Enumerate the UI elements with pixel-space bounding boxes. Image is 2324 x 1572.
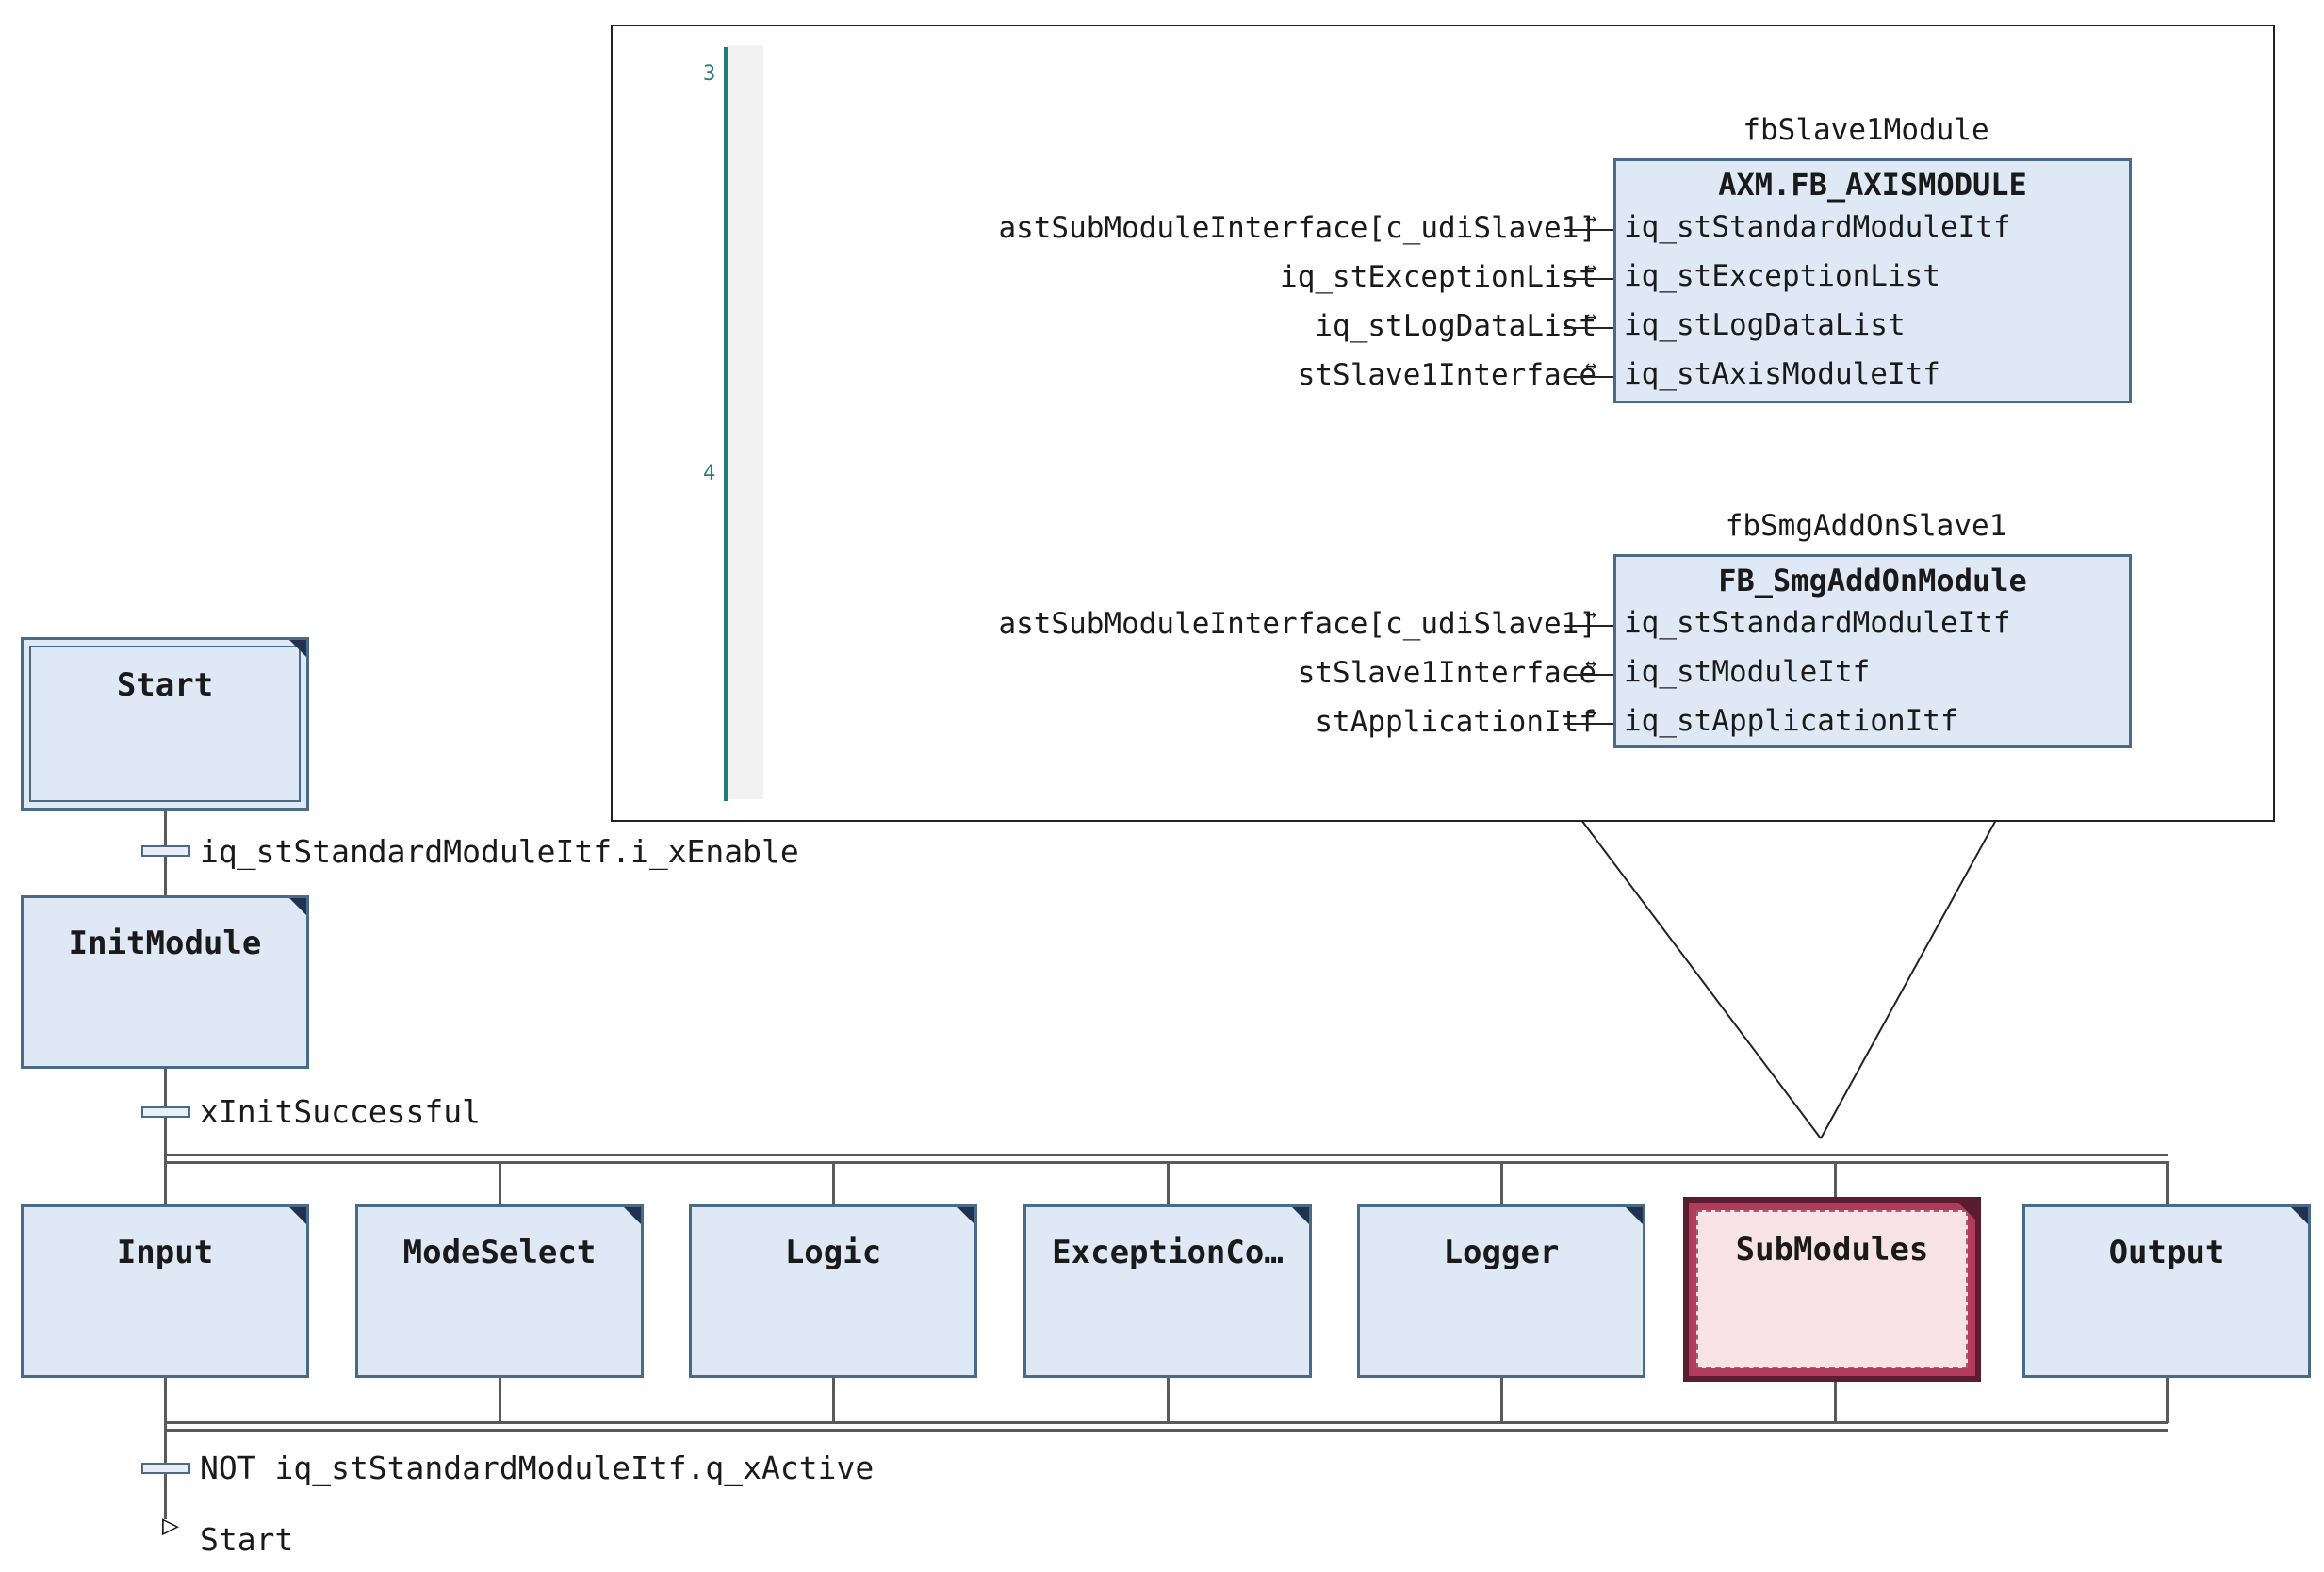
transition-2[interactable] [141,1106,190,1118]
fb2-wire-1 [1564,625,1613,627]
power-rail [724,47,728,801]
fb1-pin-3: iq_stLogDataList [1624,308,1906,342]
fb1-pin-2: iq_stExceptionList [1624,259,1940,293]
step-label: ModeSelect [402,1234,597,1271]
step-corner-icon [289,640,306,657]
branch-link [1500,1378,1503,1423]
fb1-wire-3 [1564,327,1613,329]
step-label: InitModule [68,925,262,962]
parallel-branch-start [164,1161,2168,1164]
inout-arrow-icon: ↔ [1585,651,1597,674]
fb2-wire-2 [1564,674,1613,676]
step-label: Input [116,1234,214,1271]
branch-link [1834,1382,1837,1423]
sfc-link [164,1378,167,1519]
branch-link [1167,1378,1170,1423]
inout-arrow-icon: ↔ [1585,304,1597,327]
jump-target[interactable]: Start [200,1521,294,1558]
step-label: Start [116,666,214,704]
inout-arrow-icon: ↔ [1585,700,1597,723]
branch-link [499,1161,501,1204]
rung-number-3: 3 [703,62,716,86]
inout-arrow-icon: ↔ [1585,353,1597,376]
transition-2-condition[interactable]: xInitSuccessful [200,1093,482,1130]
transition-1[interactable] [141,845,190,857]
step-logger[interactable]: Logger [1357,1204,1645,1378]
fb1-block[interactable]: AXM.FB_AXISMODULE iq_stStandardModuleItf… [1613,158,2132,403]
branch-link [2166,1378,2169,1423]
fb1-instance-name[interactable]: fbSlave1Module [1743,113,1989,147]
step-corner-icon [957,1207,974,1224]
branch-link [1834,1161,1837,1204]
selection-frame [1696,1210,1968,1368]
step-exception-control[interactable]: ExceptionCo… [1023,1204,1312,1378]
step-corner-icon [2291,1207,2308,1224]
rung-gutter [726,45,763,799]
fb1-wire-4 [1564,376,1613,378]
step-start[interactable]: Start [21,637,309,811]
jump-arrow-icon: ▷ [162,1509,180,1542]
initial-step-frame [29,646,301,802]
step-corner-icon [289,1207,306,1224]
step-submodules[interactable]: SubModules [1683,1197,1981,1382]
step-label: Output [2108,1234,2225,1271]
fb2-instance-name[interactable]: fbSmgAddOnSlave1 [1725,509,2007,543]
parallel-branch-end [164,1429,2168,1432]
branch-link [832,1378,835,1423]
branch-link [832,1161,835,1204]
transition-3-condition[interactable]: NOT iq_stStandardModuleItf.q_xActive [200,1449,875,1486]
step-corner-icon [1958,1203,1975,1220]
fb1-var-4[interactable]: stSlave1Interface [1297,358,1596,392]
transition-3[interactable] [141,1463,190,1474]
branch-link [1500,1161,1503,1204]
step-corner-icon [289,898,306,915]
rung-number-4: 4 [703,462,716,485]
step-label: Logic [784,1234,882,1271]
parallel-branch-end [164,1421,2168,1424]
fb2-type: FB_SmgAddOnModule [1718,563,2027,598]
step-mode-select[interactable]: ModeSelect [355,1204,644,1378]
fb1-var-2[interactable]: iq_stExceptionList [1280,260,1596,294]
inout-arrow-icon: ↔ [1585,602,1597,625]
step-logic[interactable]: Logic [689,1204,977,1378]
fb2-pin-1: iq_stStandardModuleItf [1624,606,2011,640]
branch-link [1167,1161,1170,1204]
step-label: Logger [1443,1234,1560,1271]
step-label: SubModules [1735,1231,1929,1269]
branch-link [2166,1161,2169,1204]
inout-arrow-icon: ↔ [1585,255,1597,278]
branch-link [499,1378,501,1423]
fb1-var-3[interactable]: iq_stLogDataList [1315,309,1596,343]
fb1-var-1[interactable]: astSubModuleInterface[c_udiSlave1] [998,211,1596,245]
step-input[interactable]: Input [21,1204,309,1378]
fb2-var-1[interactable]: astSubModuleInterface[c_udiSlave1] [998,607,1596,641]
fb1-type: AXM.FB_AXISMODULE [1718,167,2027,203]
fb1-pin-1: iq_stStandardModuleItf [1624,210,2011,244]
fb1-pin-4: iq_stAxisModuleItf [1624,357,1940,391]
fb2-block[interactable]: FB_SmgAddOnModule iq_stStandardModuleItf… [1613,554,2132,748]
detail-callout: 3 4 fbSlave1Module AXM.FB_AXISMODULE iq_… [611,25,2275,822]
step-corner-icon [1292,1207,1309,1224]
step-output[interactable]: Output [2022,1204,2311,1378]
fb2-var-3[interactable]: stApplicationItf [1315,705,1596,739]
fb1-wire-2 [1564,278,1613,280]
step-init-module[interactable]: InitModule [21,895,309,1069]
step-corner-icon [624,1207,641,1224]
fb2-pin-3: iq_stApplicationItf [1624,704,1958,738]
transition-1-condition[interactable]: iq_stStandardModuleItf.i_xEnable [200,833,799,870]
parallel-branch-start [164,1154,2168,1156]
fb1-wire-1 [1564,229,1613,231]
fb2-var-2[interactable]: stSlave1Interface [1297,656,1596,690]
fb2-wire-3 [1564,723,1613,725]
step-corner-icon [1626,1207,1643,1224]
step-label: ExceptionCo… [1052,1234,1284,1271]
sfc-link [164,1161,167,1204]
inout-arrow-icon: ↔ [1585,206,1597,229]
fb2-pin-2: iq_stModuleItf [1624,655,1871,689]
